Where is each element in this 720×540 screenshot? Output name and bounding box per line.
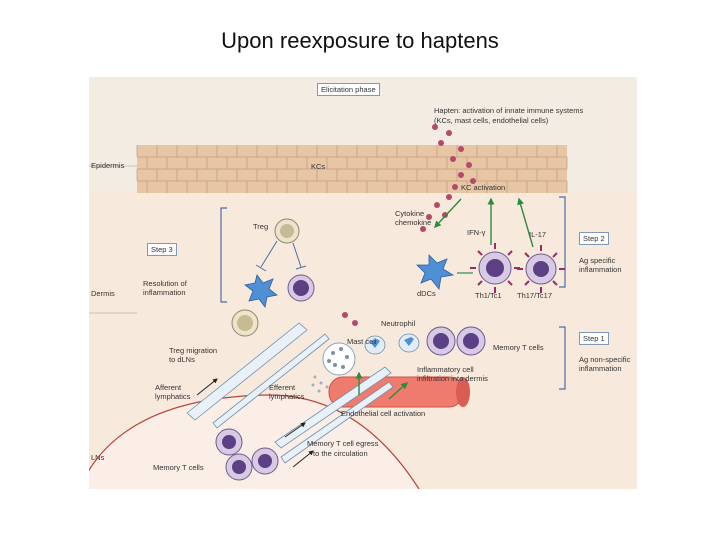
kc-activation-label: KC activation <box>461 183 506 192</box>
memory-t-cells-label: Memory T cells <box>493 343 544 352</box>
endothelial-activation-label: Endothelial cell activation <box>341 409 426 418</box>
dendritic-cell-left <box>244 274 278 308</box>
treg-migration-line1: Treg migration <box>169 346 218 355</box>
step1-desc-line2: inflammation <box>579 364 622 373</box>
ddc-cell <box>416 254 455 290</box>
signal-arrows <box>355 197 534 400</box>
neutrophils <box>364 333 420 355</box>
th17-tc17-cell <box>517 245 565 293</box>
step1-label: Step 1 <box>579 332 609 345</box>
afferent-line2: lymphatics <box>155 392 191 401</box>
layer-epidermis: Epidermis <box>91 161 125 170</box>
step2-label: Step 2 <box>579 232 609 245</box>
step-brackets <box>220 196 566 390</box>
mast-cell-granules <box>311 375 329 393</box>
migration-arrows <box>196 378 314 468</box>
layer-lns: LNs <box>91 453 105 462</box>
ddcs-label: dDCs <box>417 289 436 298</box>
th17-tc17-label: Th17/Tc17 <box>517 291 553 300</box>
memory-t-cells-ln <box>215 428 279 481</box>
elicitation-phase-label: Elicitation phase <box>317 83 380 96</box>
immune-response-diagram: Elicitation phase Hapten: activation of … <box>89 77 637 489</box>
afferent-line1: Afferent <box>155 383 182 392</box>
mast-cell-label: Mast cell <box>347 337 377 346</box>
memory-t-cells-dermis <box>426 326 486 356</box>
infiltration-line1: Inflammatory cell <box>417 365 474 374</box>
step2-desc-line1: Ag specific <box>579 256 616 265</box>
efferent-line1: Efferent <box>269 383 296 392</box>
step1-desc-line1: Ag non-specific <box>579 355 631 364</box>
hapten-note-line1: Hapten: activation of innate immune syst… <box>434 106 584 115</box>
efferent-line2: lymphatics <box>269 392 305 401</box>
slide-title: Upon reexposure to haptens <box>221 28 499 53</box>
lymphatic-vessels <box>186 322 394 464</box>
step3-label: Step 3 <box>147 243 177 256</box>
ifn-gamma-label: IFN-γ <box>467 228 486 237</box>
hapten-note-line2: (KCs, mast cells, endothelial cells) <box>434 116 549 125</box>
epidermis-keratinocytes <box>136 145 568 193</box>
il17-label: IL-17 <box>529 230 547 239</box>
th1-tc1-label: Th1/Tc1 <box>475 291 502 300</box>
step2-desc-line2: inflammation <box>579 265 622 274</box>
step3-desc-line2: inflammation <box>143 288 186 297</box>
egress-line2: to the circulation <box>313 449 368 458</box>
treg-cell-migrating <box>231 309 259 337</box>
memory-t-cells-ln-label: Memory T cells <box>153 463 204 472</box>
cytokine-label-line1: Cytokine <box>395 209 425 218</box>
layer-dermis: Dermis <box>91 289 115 298</box>
step3-desc-line1: Resolution of <box>143 279 187 288</box>
egress-line1: Memory T cell egress <box>307 439 379 448</box>
neutrophil-label: Neutrophil <box>381 319 416 328</box>
cytokine-label-line2: chemokine <box>395 218 432 227</box>
kcs-label: KCs <box>311 162 326 171</box>
treg-migration-line2: to dLNs <box>169 355 195 364</box>
mast-cell <box>322 342 356 376</box>
treg-label: Treg <box>253 222 269 231</box>
hapten-particles <box>342 124 476 326</box>
infiltration-line2: infiltration into dermis <box>417 374 488 383</box>
treg-cell <box>274 218 300 244</box>
diagram-graphics <box>89 124 637 489</box>
t-cell-resolution <box>287 274 315 302</box>
